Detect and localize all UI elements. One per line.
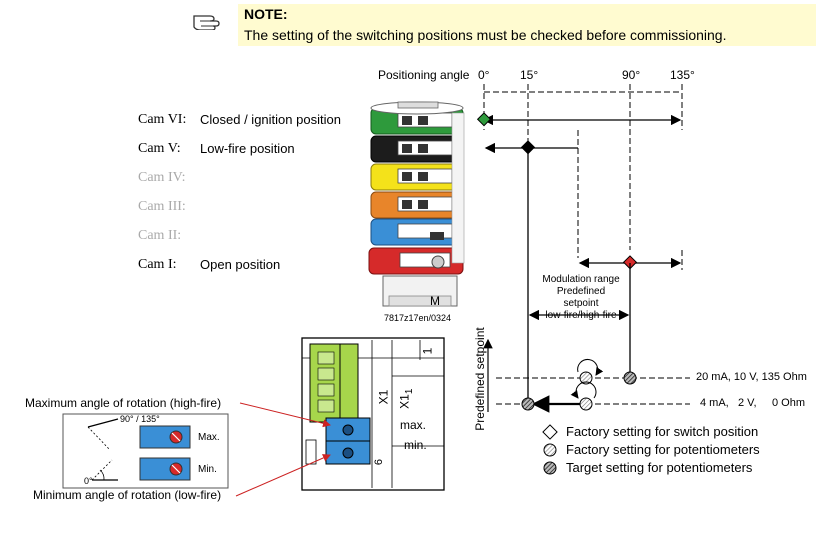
terminal-x1-1-sub: 1 xyxy=(403,388,415,395)
setpoint-axis-label: Predefined setpoint xyxy=(473,327,487,431)
cam-ring-blue xyxy=(370,218,464,246)
pot-angle-top: 90° / 135° xyxy=(120,414,160,424)
cam-ring-yellow xyxy=(370,163,464,191)
terminal-block xyxy=(301,337,445,491)
positioning-angle-label: Positioning angle xyxy=(378,68,470,82)
hatched-circle-dark-icon xyxy=(543,461,557,475)
max-pointer-arrow xyxy=(239,402,331,428)
diamond-cam-vi xyxy=(476,112,492,127)
min-pointer-arrow xyxy=(235,454,331,497)
pot-panel xyxy=(62,413,229,489)
diamond-cam-v xyxy=(520,140,536,155)
setpoint-axis xyxy=(483,338,690,413)
tick-15: 15° xyxy=(520,68,539,82)
figure-code: 7817z17en/0324 xyxy=(384,313,452,323)
tick-90: 90° xyxy=(622,68,641,82)
pot-max-short: Max. xyxy=(198,432,220,443)
signal-low-ma: 4 mA, xyxy=(700,397,729,409)
tick-0: 0° xyxy=(478,68,490,82)
cam-ring-red xyxy=(368,247,464,275)
modulation-line2: Predefined setpoint xyxy=(556,286,606,309)
cam-i-label: Cam I: xyxy=(138,257,177,272)
cam-ring-orange xyxy=(370,191,464,219)
diamond-cam-i xyxy=(622,255,638,270)
cam-iv-label: Cam IV: xyxy=(138,170,186,185)
cam-i-desc: Open position xyxy=(200,257,281,272)
pot-high-target xyxy=(623,371,637,385)
pot-high-factory xyxy=(579,371,593,385)
cam-vi-desc: Closed / ignition position xyxy=(200,112,341,127)
cam-v-label: Cam V: xyxy=(138,141,181,156)
max-angle-label: Maximum angle of rotation (high-fire) xyxy=(25,396,222,410)
terminal-max: max. xyxy=(400,418,427,432)
terminal-x1-1: X11 xyxy=(397,389,414,409)
diamond-icon xyxy=(542,424,558,440)
pot-min-short: Min. xyxy=(198,464,217,475)
pot-angle-bottom: 0° xyxy=(84,476,93,486)
modulation-range xyxy=(527,148,631,404)
note-title: NOTE: xyxy=(244,6,288,22)
cam-vi-label: Cam VI: xyxy=(138,112,187,127)
legend-switch-position: Factory setting for switch position xyxy=(566,424,759,439)
positioning-axis xyxy=(476,84,683,270)
min-angle-label: Minimum angle of rotation (low-fire) xyxy=(33,488,222,502)
hatched-circle-light-icon xyxy=(543,443,557,457)
cam-v-desc: Low-fire position xyxy=(200,141,295,156)
cam-stack xyxy=(368,101,465,307)
terminal-min: min. xyxy=(404,438,427,452)
legend-factory-pot: Factory setting for potentiometers xyxy=(566,442,760,457)
modulation-line1: Modulation range xyxy=(542,274,620,285)
actuator-label: M xyxy=(430,294,440,308)
signal-low-v: 2 V, xyxy=(738,397,757,409)
pointing-hand-icon xyxy=(193,15,220,30)
modulation-text: Modulation range Predefined setpoint low… xyxy=(538,274,624,322)
cam-iii-label: Cam III: xyxy=(138,199,186,214)
cam-ii-label: Cam II: xyxy=(138,228,182,243)
tick-135: 135° xyxy=(670,68,695,82)
terminal-six: 6 xyxy=(373,458,386,466)
modulation-line3: low-fire/high-fire xyxy=(545,310,617,321)
terminal-one: 1 xyxy=(420,347,435,355)
note-text: The setting of the switching positions m… xyxy=(244,27,727,43)
terminal-x1-1-text: X1 xyxy=(397,394,412,409)
pot-low-target xyxy=(521,397,535,411)
cam-ring-black xyxy=(370,135,464,163)
signal-low-ohm: 0 Ohm xyxy=(772,397,806,409)
note-box xyxy=(238,4,816,46)
signal-high: 20 mA, 10 V, 135 Ohm xyxy=(696,371,807,383)
legend-target-pot: Target setting for potentiometers xyxy=(566,460,753,475)
terminal-x1: X1 xyxy=(376,389,391,405)
pot-low-factory xyxy=(579,397,593,411)
